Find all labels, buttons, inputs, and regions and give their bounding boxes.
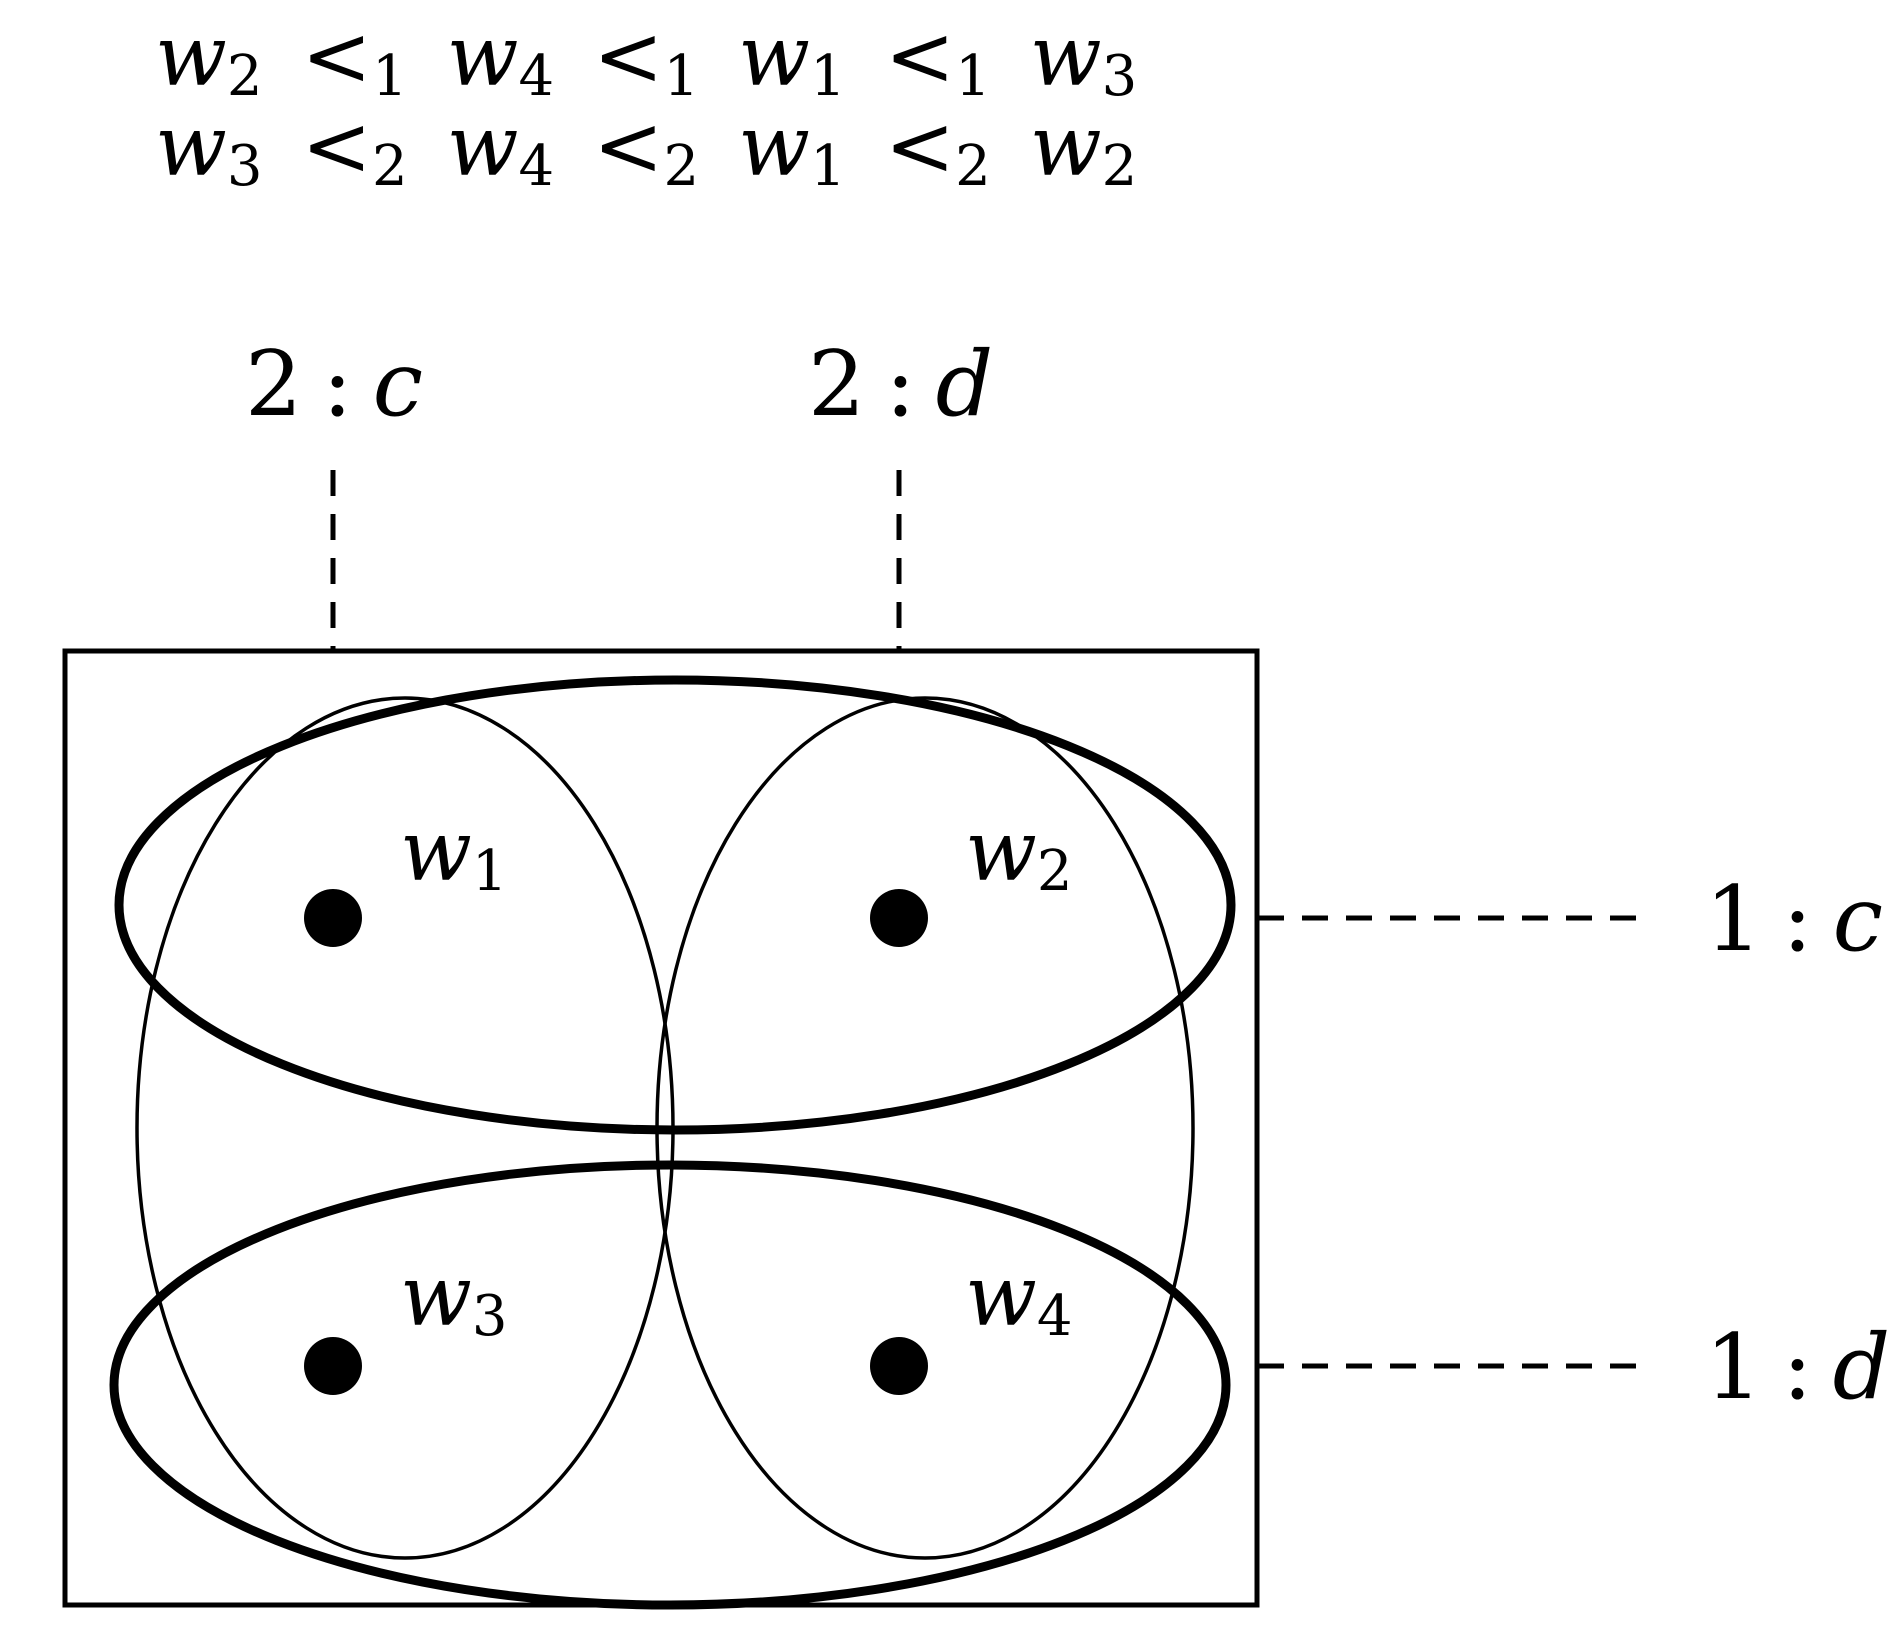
world-label-w1: w1 [400,802,508,904]
world-point-w2 [870,889,928,947]
world-label-w3: w3 [400,1247,508,1349]
world-point-w3 [304,1337,362,1395]
world-labels: w1 w2 w3 w4 [400,802,1073,1349]
ordering-line-2: w3 <2 w4 <2 w1 <2 w2 [155,97,1137,204]
world-label-w2: w2 [965,802,1073,904]
world-point-w1 [304,889,362,947]
dashed-connectors [330,470,1650,1369]
column-label-2c: 2:c [245,332,423,437]
row-ellipse-bottom [109,1160,1231,1610]
row-ellipse-top [114,675,1236,1135]
world-label-w4: w4 [965,1247,1073,1349]
ordering-formulas: w2 <1 w4 <1 w1 <1 w3 w3 <2 w4 <2 w1 <2 w… [155,7,1137,204]
row-label-1d: 1:d [1705,1315,1890,1420]
ordering-line-1: w2 <1 w4 <1 w1 <1 w3 [155,7,1137,114]
world-point-w4 [870,1337,928,1395]
world-points [304,889,928,1395]
column-labels: 2:c 2:d [245,332,993,437]
column-label-2d: 2:d [808,332,993,437]
row-ellipses [109,675,1236,1610]
row-labels: 1:c 1:d [1705,867,1890,1420]
row-label-1c: 1:c [1705,867,1883,972]
